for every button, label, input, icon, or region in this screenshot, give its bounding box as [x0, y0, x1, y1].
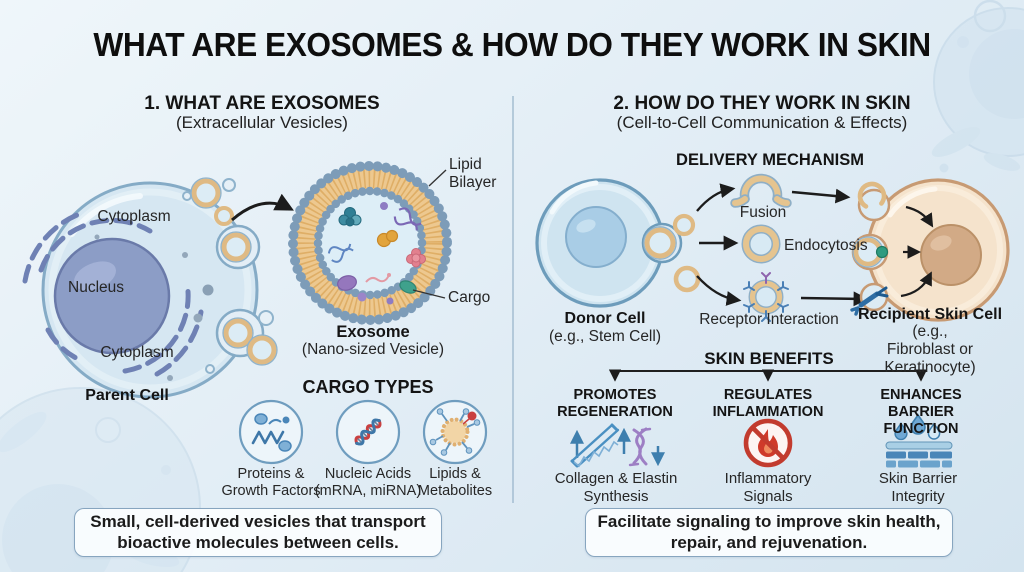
benefit-title-inflammation: REGULATES INFLAMMATION [712, 387, 824, 420]
no-inflammation-icon [743, 418, 793, 468]
cytoplasm-granules [94, 234, 214, 381]
right-summary-box: Facilitate signaling to improve skin hea… [585, 508, 953, 557]
elastin-helix [628, 427, 652, 467]
cytoplasm-label-bottom: Cytoplasm [100, 344, 174, 361]
endocytosis-label: Endocytosis [784, 237, 868, 254]
left-section-heading: 1. WHAT ARE EXOSOMES [144, 93, 380, 114]
benefit-title-regeneration: PROMOTES REGENERATION [557, 387, 673, 420]
cargo-type-label-nucleic-acids: Nucleic Acids (mRNA, miRNA) [314, 466, 422, 499]
recipient-cell-subcaption: (e.g., Fibroblast or Keratinocyte) [884, 323, 976, 377]
donor-cell-subcaption: (e.g., Stem Cell) [549, 328, 661, 345]
cargo-type-label-lipids: Lipids & Metabolites [417, 466, 493, 499]
exosome-illustration [288, 161, 452, 325]
exosome-subcaption: (Nano-sized Vesicle) [301, 341, 445, 358]
benefits-connector [608, 369, 928, 382]
right-section-subheading: (Cell-to-Cell Communication & Effects) [616, 113, 908, 132]
outer-bead-membrane [288, 161, 452, 325]
brick-row-2 [886, 460, 952, 468]
skin-barrier-icon [885, 413, 953, 468]
cargo-types-heading: CARGO TYPES [302, 377, 434, 397]
cytoplasm-label-top: Cytoplasm [97, 208, 171, 225]
benefit-label-inflammatory: Inflammatory Signals [724, 470, 812, 505]
page-title: WHAT ARE EXOSOMES & HOW DO THEY WORK IN … [93, 26, 931, 63]
nucleic-acids-dna-icon [354, 418, 382, 446]
recipient-cell-caption: Recipient Skin Cell [857, 306, 1003, 323]
parent-cell-caption: Parent Cell [85, 387, 169, 404]
lipid-bilayer-pointer [428, 169, 447, 187]
inner-bead-membrane [313, 186, 427, 300]
skin-benefits-heading: SKIN BENEFITS [704, 349, 834, 368]
brick-row-1 [886, 451, 952, 459]
cargo-label: Cargo [448, 289, 491, 306]
background-watermark-top-right [931, 0, 1024, 173]
uptake-arrows [900, 205, 934, 298]
endoplasmic-reticulum [22, 210, 204, 377]
lipids-metabolites-icon [429, 408, 481, 456]
right-section-heading: 2. HOW DO THEY WORK IN SKIN [613, 93, 911, 114]
collagen-elastin-icon [570, 423, 665, 468]
endocytosis-icon [741, 224, 781, 264]
parent-cell-illustration [22, 177, 278, 399]
cargo-type-label-proteins: Proteins & Growth Factors [221, 466, 321, 499]
benefit-label-barrier: Skin Barrier Integrity [878, 470, 958, 505]
exosome-caption: Exosome [336, 323, 410, 341]
budding-exosome-vesicles [182, 177, 278, 374]
receptor-interaction-icon [743, 272, 789, 322]
receptor-interaction-label: Receptor Interaction [699, 311, 839, 328]
proteins-growth-factors-icon [251, 413, 292, 452]
cargo-pointer [412, 289, 446, 299]
fusion-label: Fusion [739, 204, 787, 221]
benefit-title-barrier: ENHANCES BARRIER FUNCTION [880, 387, 962, 437]
nucleus-label: Nucleus [68, 279, 124, 296]
delivery-arrows [696, 183, 869, 307]
donor-cell-caption: Donor Cell [564, 310, 646, 327]
zoom-arrow [231, 193, 294, 222]
benefit-label-collagen: Collagen & Elastin Synthesis [554, 470, 678, 505]
left-summary-box: Small, cell-derived vesicles that transp… [74, 508, 442, 557]
delivery-mechanism-heading: DELIVERY MECHANISM [676, 151, 864, 169]
cargo-molecules [327, 202, 426, 305]
lipid-bilayer-label: Lipid Bilayer [449, 156, 497, 192]
donor-nucleus [565, 206, 627, 268]
fusion-icon [730, 173, 792, 208]
cargo-type-icons [238, 399, 488, 465]
bound-receptor-glyph [850, 286, 889, 316]
donor-cell-illustration [535, 178, 701, 308]
left-section-subheading: (Extracellular Vesicles) [176, 113, 348, 132]
recipient-cell-illustration [850, 178, 1010, 322]
